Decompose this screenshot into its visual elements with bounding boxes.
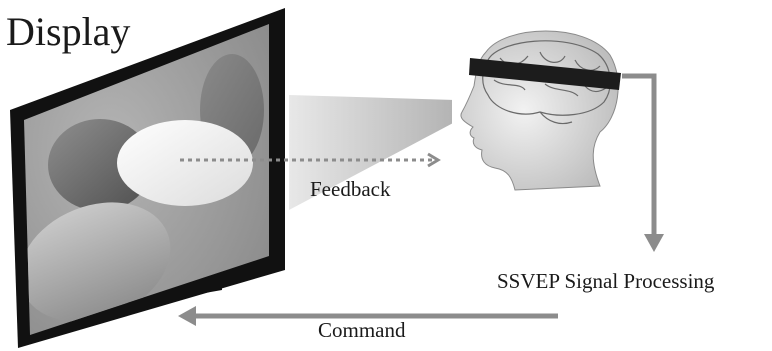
signal-arrow: [622, 73, 664, 252]
monitor-icon: [10, 8, 285, 348]
head-icon: [452, 22, 622, 200]
feedback-arrow: [180, 152, 441, 168]
eeg-headband-icon: [469, 58, 621, 90]
stimulus-ellipse-bottom: [24, 202, 171, 322]
command-arrow: [178, 306, 558, 326]
vision-cone: [289, 95, 455, 210]
display-label: Display: [6, 9, 131, 54]
stimulus-ellipse-bright: [117, 120, 253, 206]
signal-processing-label: SSVEP Signal Processing: [497, 269, 715, 293]
command-label: Command: [318, 318, 406, 342]
feedback-label: Feedback: [310, 177, 391, 201]
